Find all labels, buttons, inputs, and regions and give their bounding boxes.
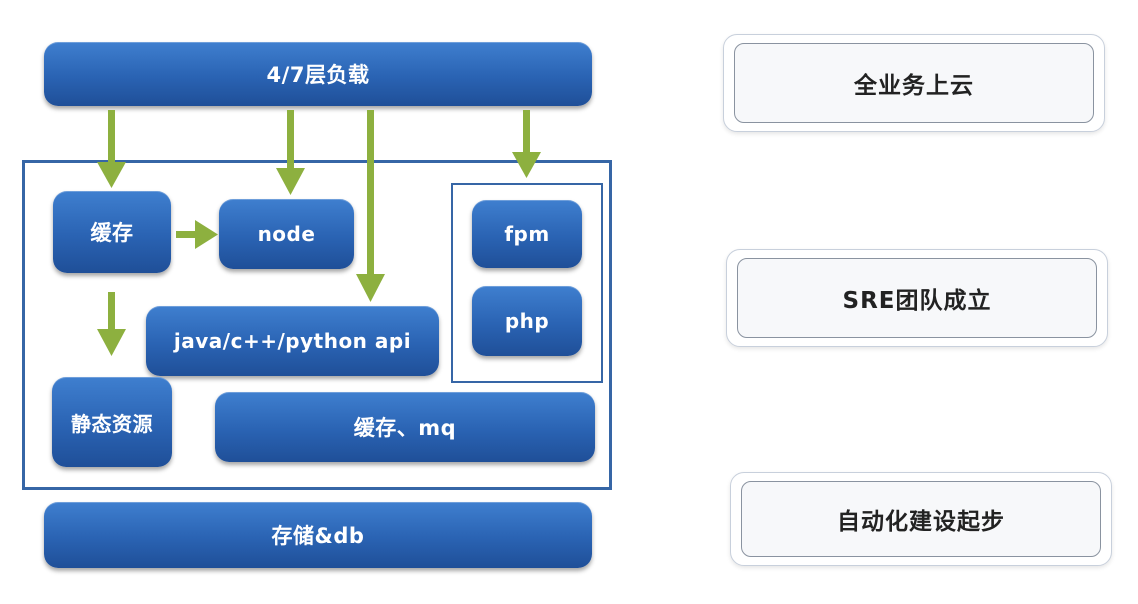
milestone-card: SRE团队成立 xyxy=(726,249,1108,347)
milestone-card: 自动化建设起步 xyxy=(730,472,1112,566)
arrow-cache-to-static xyxy=(97,292,126,356)
milestone-label: 自动化建设起步 xyxy=(741,481,1101,557)
arrow-lb-to-cache xyxy=(97,110,126,188)
arrow-cache-to-node xyxy=(176,220,218,249)
arrow-lb-to-api xyxy=(356,110,385,302)
service-layer-frame xyxy=(22,160,612,490)
php-group-frame xyxy=(451,183,603,383)
arrow-lb-to-php-group xyxy=(512,110,541,178)
static-resources-box: 静态资源 xyxy=(52,377,172,467)
php-box: php xyxy=(472,286,582,356)
arrow-lb-to-node xyxy=(276,110,305,195)
milestone-label: SRE团队成立 xyxy=(737,258,1097,338)
milestone-card: 全业务上云 xyxy=(723,34,1105,132)
milestone-label: 全业务上云 xyxy=(734,43,1094,123)
node-box: node xyxy=(219,199,354,269)
fpm-box: fpm xyxy=(472,200,582,268)
storage-db-box: 存储&db xyxy=(44,502,592,568)
load-balancer-box: 4/7层负载 xyxy=(44,42,592,106)
api-box: java/c++/python api xyxy=(146,306,439,376)
cache-mq-box: 缓存、mq xyxy=(215,392,595,462)
cache-box: 缓存 xyxy=(53,191,171,273)
